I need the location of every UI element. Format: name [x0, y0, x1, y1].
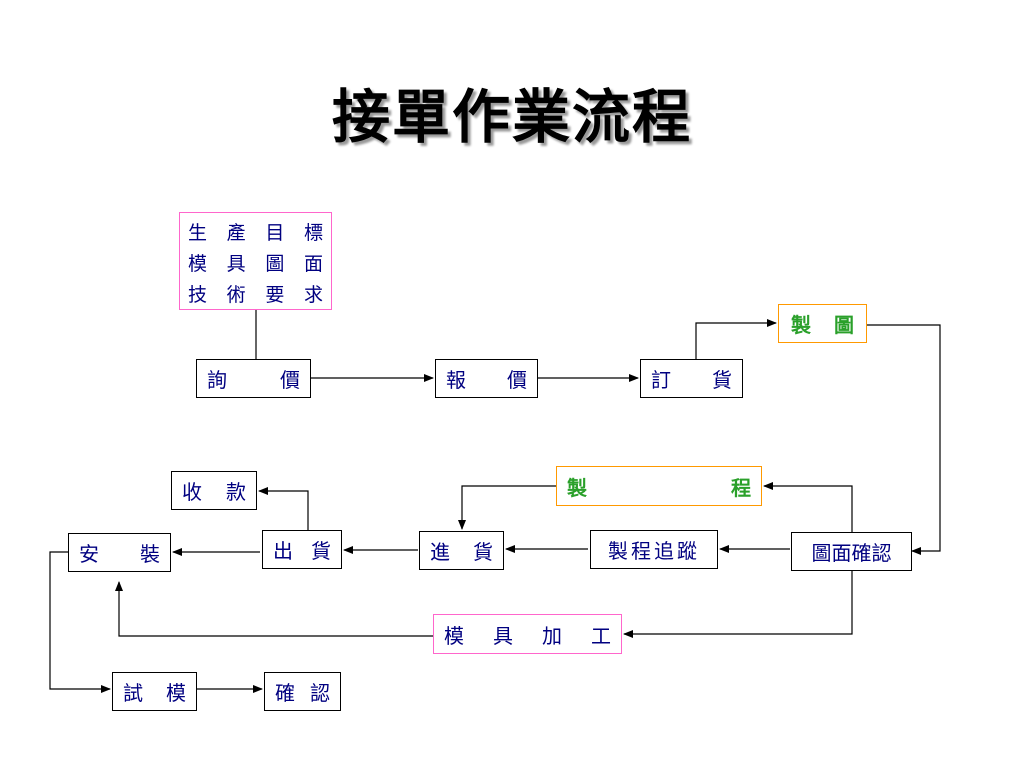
arrow-drawing-confirm	[867, 324, 941, 555]
confirm-node: 確 認	[264, 672, 341, 711]
drawing-node: 製 圖	[778, 304, 867, 343]
arrow-order-drawing	[695, 319, 777, 359]
targets-line-1: 生 產 目 標	[188, 222, 323, 244]
process-tracking-node: 製程追蹤	[590, 530, 718, 569]
arrow-shipping-payment	[258, 487, 309, 530]
shipping-node: 出 貨	[262, 530, 342, 569]
receiving-node: 進 貨	[419, 531, 504, 570]
arrow-confirm-process	[763, 482, 853, 532]
payment-node: 收 款	[171, 471, 257, 510]
trial-mold-node: 試 模	[112, 672, 197, 711]
arrow-machining-install	[115, 581, 433, 637]
process-node: 製 程	[556, 466, 762, 506]
targets-line-3: 技 術 要 求	[188, 284, 323, 306]
mold-machining-node: 模 具 加 工	[433, 614, 622, 654]
quote-node: 報 價	[435, 359, 538, 398]
arrow-process-receiving	[458, 485, 556, 530]
drawing-confirm-node: 圖面確認	[791, 532, 912, 571]
page-title: 接單作業流程	[331, 83, 692, 151]
arrow-install-trial	[49, 551, 111, 693]
production-targets-box: 生 產 目 標 模 具 圖 面 技 術 要 求	[179, 212, 332, 310]
arrow-confirm-machining	[623, 571, 853, 638]
inquiry-node: 詢 價	[196, 359, 311, 398]
order-node: 訂 貨	[640, 359, 743, 398]
targets-line-2: 模 具 圖 面	[188, 253, 323, 275]
install-node: 安 裝	[68, 533, 171, 572]
